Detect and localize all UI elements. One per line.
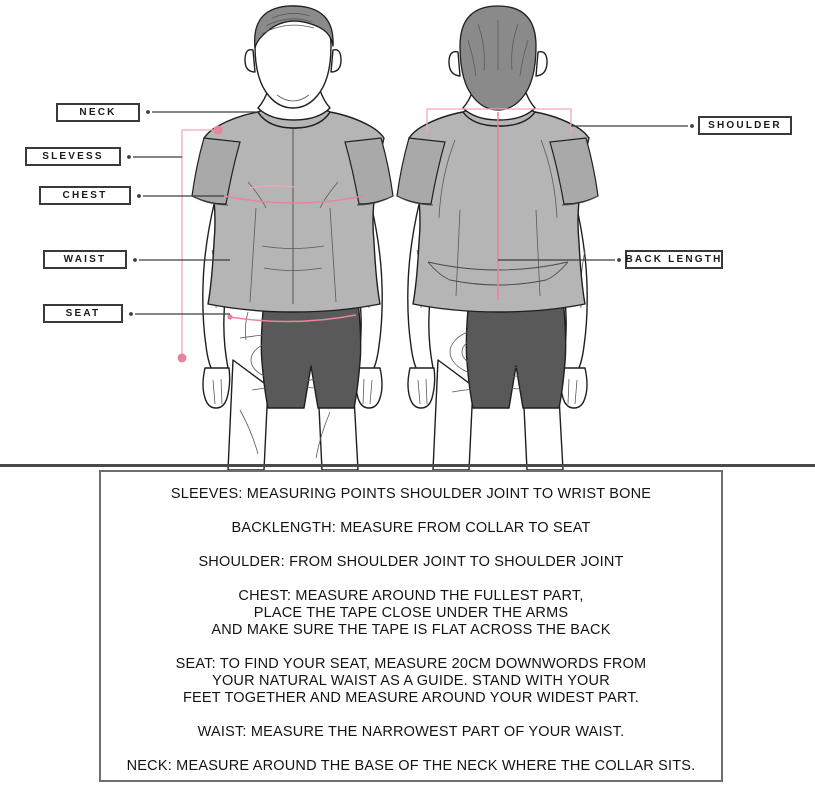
figure-illustration-area: .sk { fill:#ffffff; stroke:#1f1f1f; stro… [127,5,694,470]
instruction-backlength: BACKLENGTH: MEASURE FROM COLLAR TO SEAT [231,520,591,536]
callout-label-neck[interactable]: NECK [56,103,140,122]
chest-measure-hint [249,185,295,189]
back-left-sleeve [396,137,446,205]
callout-label-sleves[interactable]: SLEVESS [25,147,121,166]
backlength-leader-dot [617,258,621,262]
back-left-hand [407,367,436,409]
instruction-sleeves: SLEEVES: MEASURING POINTS SHOULDER JOINT… [170,486,652,502]
back-left-ear [448,51,461,77]
sleves-leader-dot [127,155,131,159]
sleeve-measure-line [181,129,218,358]
instruction-seat: SEAT: TO FIND YOUR SEAT, MEASURE 20CM DO… [175,656,647,706]
back-right-ear [535,51,548,77]
callout-label-seat[interactable]: SEAT [43,304,123,323]
shoulder-leader-dot [690,124,694,128]
chest-leader-dot [137,194,141,198]
front-right-ear [330,49,342,73]
shoulder-measure-bracket [426,108,572,134]
seat-leader-dot [129,312,133,316]
sleeve-start-point [213,125,223,135]
instruction-neck: NECK: MEASURE AROUND THE BASE OF THE NEC… [126,758,696,774]
leader-lines [127,110,694,316]
instruction-waist: WAIST: MEASURE THE NARROWEST PART OF YOU… [197,724,625,740]
front-left-hand [202,367,231,409]
callout-label-waist[interactable]: WAIST [43,250,127,269]
instruction-shoulder: SHOULDER: FROM SHOULDER JOINT TO SHOULDE… [198,554,624,570]
front-figure [177,5,394,470]
seat-measure-line [229,314,357,323]
back-figure [396,5,599,470]
front-measure-guides [177,125,365,363]
sleeve-end-point [177,353,187,363]
ground-line [0,464,815,467]
callout-label-chest[interactable]: CHEST [39,186,131,205]
seat-point [227,314,233,320]
front-left-sleeve [191,137,241,205]
front-left-leg [227,359,269,470]
front-left-ear [244,49,256,73]
back-shorts [432,297,567,409]
front-right-sleeve [344,137,394,205]
callout-label-shoulder[interactable]: SHOULDER [698,116,792,135]
front-shorts [227,299,362,409]
neck-leader-dot [146,110,150,114]
waist-leader-dot [133,258,137,262]
instruction-chest: CHEST: MEASURE AROUND THE FULLEST PART, … [211,588,611,638]
back-right-sleeve [549,137,599,205]
back-left-leg [432,359,474,470]
callout-label-back-length[interactable]: BACK LENGTH [625,250,723,269]
instructions-panel: SLEEVES: MEASURING POINTS SHOULDER JOINT… [99,470,723,782]
back-measure-guides [426,108,572,300]
chest-measure-line [223,195,365,204]
